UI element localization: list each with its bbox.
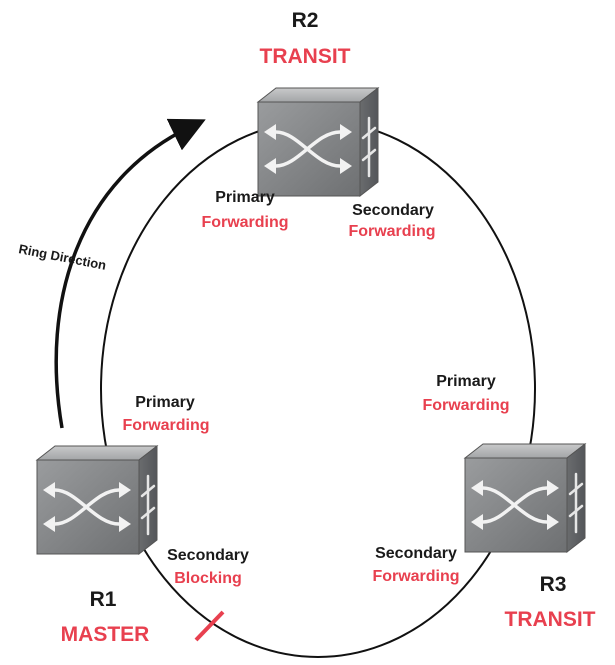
r2-primary-state: Forwarding xyxy=(201,214,289,231)
r3-secondary-state: Forwarding xyxy=(372,568,460,585)
node-role-r1: MASTER xyxy=(60,623,150,646)
r1-secondary-state: Blocking xyxy=(174,570,242,587)
node-role-r2: TRANSIT xyxy=(259,45,351,68)
node-name-r1: R1 xyxy=(89,588,117,611)
ring-direction-arrow-icon xyxy=(54,118,206,429)
r2-secondary-state: Forwarding xyxy=(348,223,436,240)
r2-secondary-port: Secondary xyxy=(352,202,434,219)
switch-cube-icon-r2 xyxy=(256,86,380,198)
r3-secondary-port: Secondary xyxy=(375,545,457,562)
r3-primary-state: Forwarding xyxy=(422,397,510,414)
r2-primary-port: Primary xyxy=(215,189,275,206)
r3-primary-port: Primary xyxy=(436,373,496,390)
switch-cube-icon-r3 xyxy=(463,442,587,554)
node-name-r3: R3 xyxy=(539,573,567,596)
r1-secondary-port: Secondary xyxy=(167,547,249,564)
r1-primary-port: Primary xyxy=(135,394,195,411)
node-role-r3: TRANSIT xyxy=(504,608,596,631)
node-name-r2: R2 xyxy=(291,9,319,32)
ring-direction-label: Ring Direction xyxy=(17,241,107,273)
block-mark-icon xyxy=(194,610,225,642)
r1-primary-state: Forwarding xyxy=(122,417,210,434)
switch-cube-icon-r1 xyxy=(35,444,159,556)
